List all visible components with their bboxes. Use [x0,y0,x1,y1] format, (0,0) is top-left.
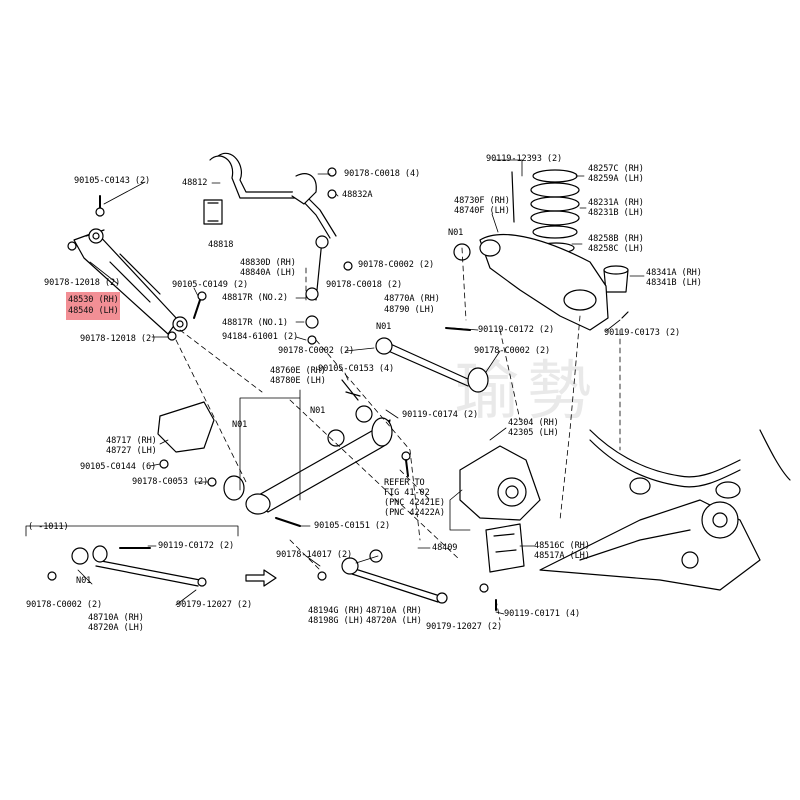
spring-seat-48341 [603,265,629,319]
label-90119-C0173: 90119-C0173 (2) [604,328,681,338]
label-48540[interactable]: 48540 (LH) [68,306,119,316]
label-48817R-no2: 48817R (NO.2) [222,293,288,303]
label-90179-12027-a: 90179-12027 (2) [176,600,253,610]
label-48730F: 48730F (RH) [454,196,510,206]
label-48818: 48818 [208,240,234,250]
highlight-box [66,292,120,320]
bolt-90105-C0143 [95,195,105,217]
label-90119-C0172-a: 90119-C0172 (2) [478,325,555,335]
label-48780E: 48780E (LH) [270,376,326,386]
label-48840A: 48840A (LH) [240,268,296,278]
label-90105-C0149: 90105-C0149 (2) [172,280,249,290]
label-90119-C0172-b: 90119-C0172 (2) [158,541,235,551]
label-90178-12018-bottom: 90178-12018 (2) [80,334,157,344]
bracket-48516 [479,523,525,611]
label-48720A-a: 48720A (LH) [88,623,144,633]
bracket-48717 [157,401,217,487]
reference-lines [175,247,621,621]
label-48790: 48790 (LH) [384,305,435,315]
bolt-90105-C0149 [193,291,207,319]
label-48516C: 48516C (RH) [534,541,590,551]
label-42305: 42305 (LH) [508,428,559,438]
label-90105-C0143: 90105-C0143 (2) [74,176,151,186]
label-90119-12393: 90119-12393 (2) [486,154,563,164]
label-48258C: 48258C (LH) [588,244,644,254]
label-90178-14017: 90178-14017 (2) [276,550,353,560]
label-90178-C0053: 90178-C0053 (2) [132,477,209,487]
label-48830D: 48830D (RH) [240,258,296,268]
label-refer-2: FIG 41-02 [384,488,430,498]
label-94184-61001: 94184-61001 (2) [222,332,299,342]
label-refer-4: (PNC 42422A) [384,508,445,518]
label-90178-12018-top: 90178-12018 (2) [44,278,121,288]
lower-arm-48730 [453,234,609,331]
label-48257C: 48257C (RH) [588,164,644,174]
label-90178-C0018-4: 90178-C0018 (4) [344,169,421,179]
label-48832A: 48832A [342,190,373,200]
label-48341A: 48341A (RH) [646,268,702,278]
label-48198G: 48198G (LH) [308,616,364,626]
label-refer-3: (PNC 42421E) [384,498,445,508]
lower-link-right [275,517,448,604]
label-48710A-b: 48710A (RH) [366,606,422,616]
stabilizer-link [305,235,353,345]
label-90178-C0018-2: 90178-C0018 (2) [326,280,403,290]
label-48258B: 48258B (RH) [588,234,644,244]
label-48231A: 48231A (RH) [588,198,644,208]
label-bracket-range: ( -1011) [28,522,69,532]
label-90178-C0002-c: 90178-C0002 (2) [474,346,551,356]
lateral-link-48770 [375,327,489,393]
label-90105-C0153: 90105-C0153 (4) [318,364,395,374]
label-90119-C0171: 90119-C0171 (4) [504,609,581,619]
label-48259A: 48259A (LH) [588,174,644,184]
label-90178-C0002-d: 90178-C0002 (2) [26,600,103,610]
label-48530[interactable]: 48530 (RH) [68,295,119,305]
label-90105-C0144: 90105-C0144 (6) [80,462,157,472]
label-48517A: 48517A (LH) [534,551,590,561]
label-48710A-a: 48710A (RH) [88,613,144,623]
label-48727: 48727 (LH) [106,446,157,456]
label-48812: 48812 [182,178,208,188]
label-N01-e: N01 [76,576,92,586]
label-N01-b: N01 [310,406,326,416]
nut-90178-12018 [67,241,177,341]
label-48720A-b: 48720A (LH) [366,616,422,626]
label-90179-12027-b: 90179-12027 (2) [426,622,503,632]
label-90178-C0002-a: 90178-C0002 (2) [358,260,435,270]
trailing-arm-48760 [223,379,393,515]
label-48717: 48717 (RH) [106,436,157,446]
shock-absorber [73,228,188,335]
label-48770A: 48770A (RH) [384,294,440,304]
arrow [245,569,277,587]
label-N01-a: N01 [376,322,392,332]
label-48760E: 48760E (RH) [270,366,326,376]
label-90105-C0151: 90105-C0151 (2) [314,521,391,531]
label-48194G: 48194G (RH) [308,606,364,616]
assembly-overview [539,429,791,591]
label-refer-1: REFER TO [384,478,425,488]
label-48409: 48409 [432,543,458,553]
lower-link-left [47,545,207,587]
knuckle-42304 [401,445,541,521]
stabilizer-bar [203,152,337,239]
label-90119-C0174: 90119-C0174 (2) [402,410,479,420]
label-N01-c: N01 [232,420,248,430]
label-48817R-no1: 48817R (NO.1) [222,318,288,328]
label-42304: 42304 (RH) [508,418,559,428]
label-N01-d: N01 [448,228,464,238]
leader-lines [25,159,645,615]
label-48740F: 48740F (LH) [454,206,510,216]
label-48341B: 48341B (LH) [646,278,702,288]
label-90178-C0002-b: 90178-C0002 (2) [278,346,355,356]
label-48231B: 48231B (LH) [588,208,644,218]
